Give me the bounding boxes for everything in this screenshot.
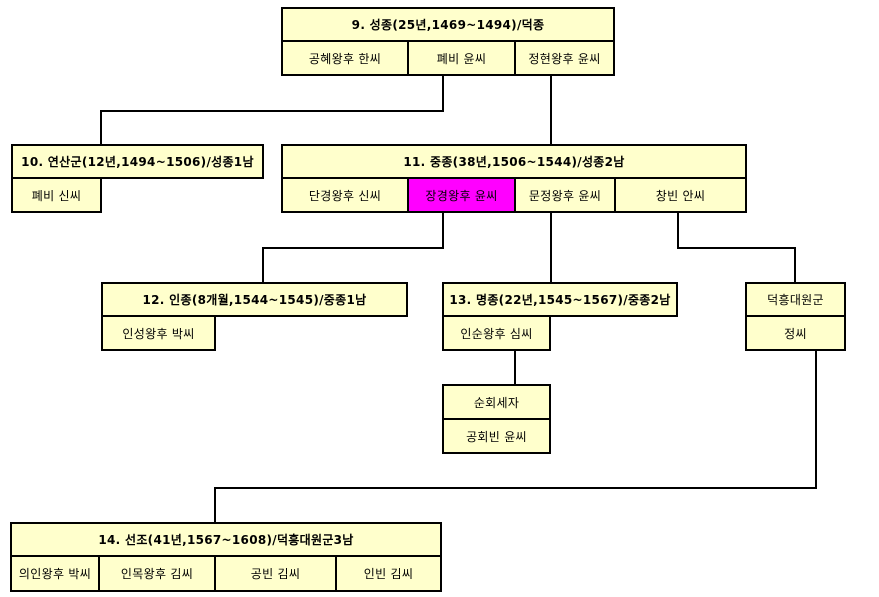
- seonjo-spouse-3: 공빈 김씨: [214, 555, 337, 592]
- yeonsangun-title: 10. 연산군(12년,1494~1506)/성종1남: [11, 144, 264, 179]
- seongjong-spouse-3: 정현왕후 윤씨: [514, 40, 615, 76]
- jungjong-spouse-3: 문정왕후 윤씨: [514, 177, 616, 213]
- seongjong-spouse-1: 공혜왕후 한씨: [281, 40, 409, 76]
- jungjong-title: 11. 중종(38년,1506~1544)/성종2남: [281, 144, 747, 179]
- myeongjong-spouse-1: 인순왕후 심씨: [442, 315, 551, 351]
- connector-jungjong-injong: [262, 212, 444, 283]
- myeongjong-title: 13. 명종(22년,1545~1567)/중종2남: [442, 282, 678, 317]
- seonjo-title: 14. 선조(41년,1567~1608)/덕흥대원군3남: [10, 522, 442, 557]
- injong-title: 12. 인종(8개월,1544~1545)/중종1남: [101, 282, 408, 317]
- seonjo-spouse-1: 의인왕후 박씨: [10, 555, 100, 592]
- jungjong-spouse-2-highlighted: 장경왕후 윤씨: [407, 177, 516, 213]
- sunhoe-title: 순회세자: [442, 384, 551, 420]
- connector-seongjong-yeonsangun: [100, 75, 444, 145]
- deokheung-spouse-1: 정씨: [745, 315, 846, 351]
- injong-spouse-1: 인성왕후 박씨: [101, 315, 216, 351]
- seonjo-spouse-4: 인빈 김씨: [335, 555, 442, 592]
- seonjo-spouse-2: 인목왕후 김씨: [98, 555, 216, 592]
- sunhoe-spouse-1: 공회빈 윤씨: [442, 418, 551, 454]
- connector-jungjong-deokheung: [677, 212, 796, 283]
- jungjong-spouse-4: 창빈 안씨: [614, 177, 747, 213]
- jungjong-spouse-1: 단경왕후 신씨: [281, 177, 409, 213]
- seongjong-spouse-2: 폐비 윤씨: [407, 40, 516, 76]
- seongjong-title: 9. 성종(25년,1469~1494)/덕종: [281, 7, 615, 42]
- yeonsangun-spouse-1: 폐비 신씨: [11, 177, 102, 213]
- deokheung-title: 덕흥대원군: [745, 282, 846, 317]
- connector-deokheung-seonjo: [214, 350, 817, 523]
